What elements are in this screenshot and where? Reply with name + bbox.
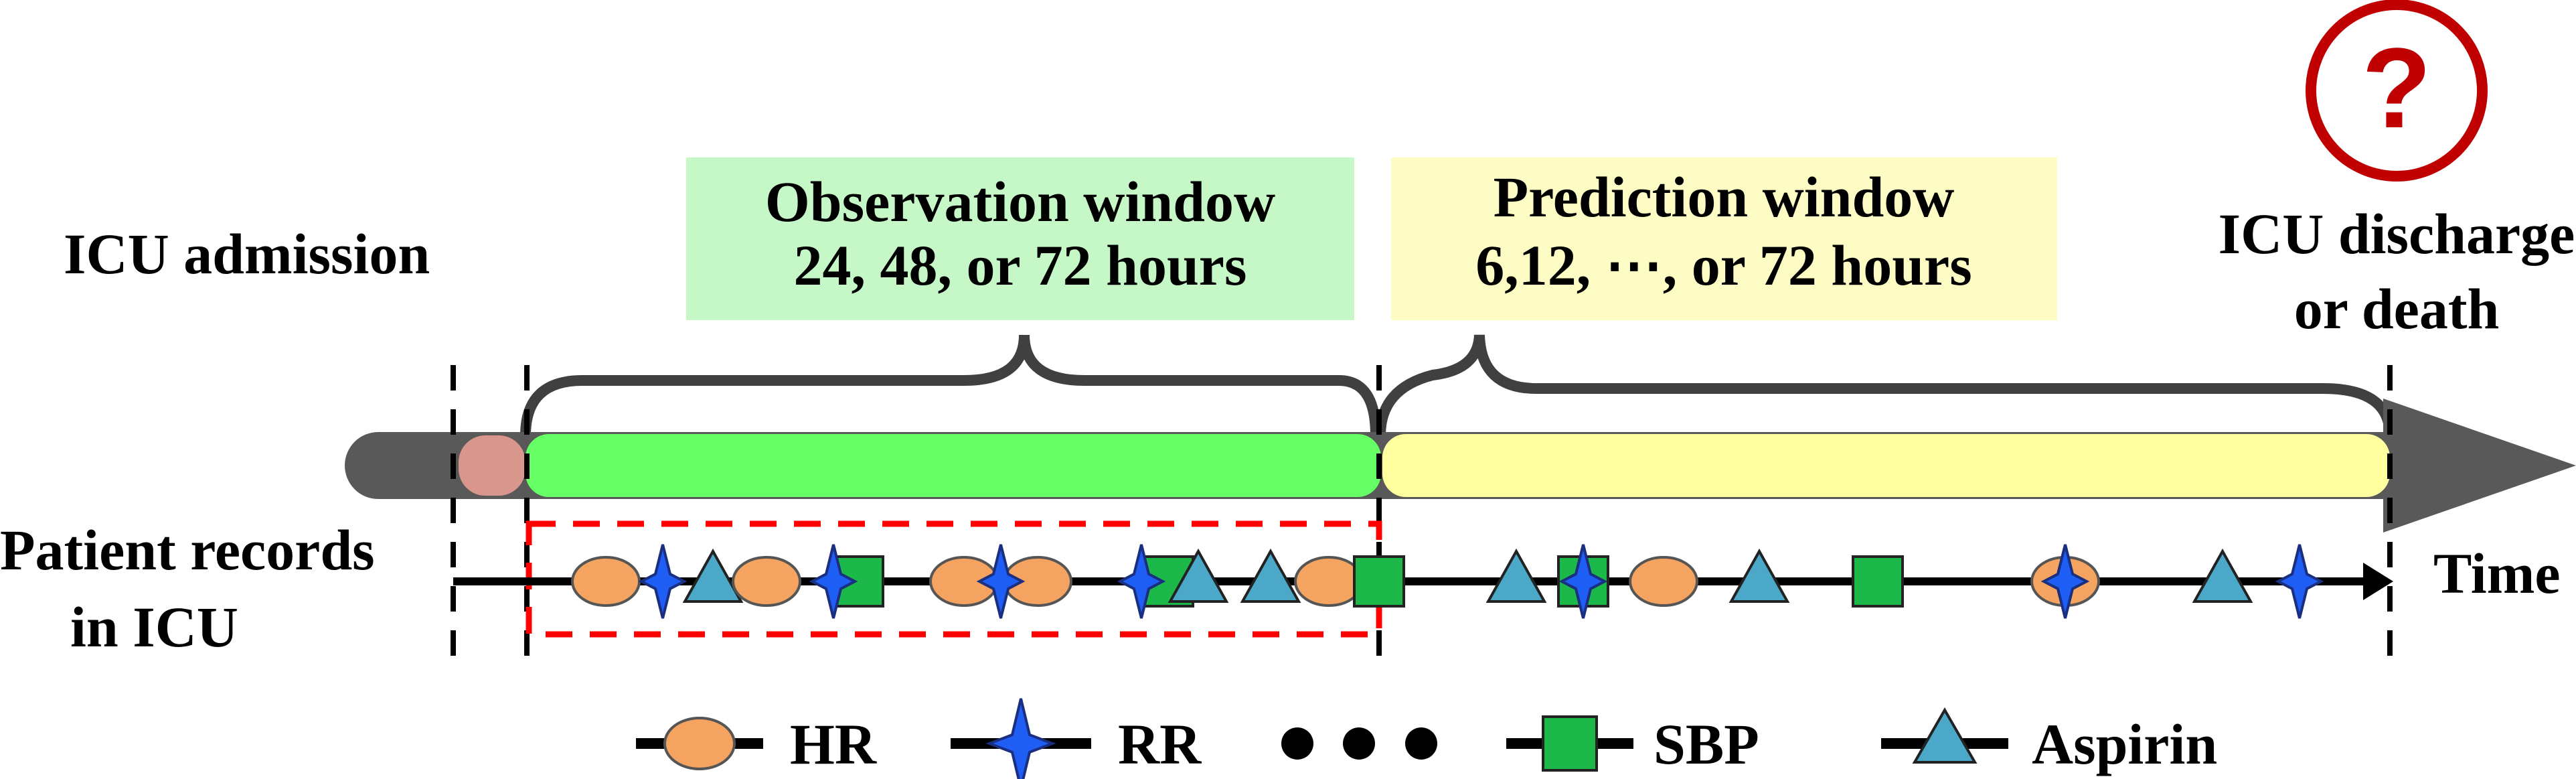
question-mark-glyph: ? xyxy=(2362,25,2431,152)
icu-discharge-label-line1: ICU discharge xyxy=(2219,202,2575,266)
ellipsis-dot xyxy=(1343,727,1375,760)
prediction-window-box xyxy=(1391,157,2057,320)
time-label: Time xyxy=(2433,541,2561,606)
legend-hr-label: HR xyxy=(790,712,877,776)
rr-event-icon xyxy=(1117,544,1166,619)
rr-event-icon xyxy=(1558,544,1608,619)
aspirin-event-icon xyxy=(1240,548,1301,603)
aspirin-event-icon xyxy=(1485,548,1547,603)
records-timeline-arrowhead xyxy=(2363,563,2393,600)
observation-window-title: Observation window xyxy=(765,169,1275,234)
hr-event-icon xyxy=(1294,556,1364,607)
legend-aspirin: Aspirin xyxy=(1881,707,2217,776)
prediction-window-title: Prediction window xyxy=(1494,165,1955,229)
sbp-event-icon xyxy=(1852,555,1904,608)
aspirin-event-icon xyxy=(682,548,744,603)
legend-rr: RR xyxy=(951,698,1202,779)
legend-sbp-label: SBP xyxy=(1654,712,1759,776)
legend: HR RR SBP Aspirin xyxy=(636,698,2217,779)
observation-bar xyxy=(526,434,1381,497)
sbp-event-icon xyxy=(1353,555,1405,608)
aspirin-event-icon xyxy=(1168,548,1229,603)
icu-admission-label: ICU admission xyxy=(64,222,430,286)
rr-event-icon xyxy=(809,544,858,619)
aspirin-event-icon xyxy=(2192,548,2253,603)
hr-legend-icon xyxy=(663,717,736,770)
question-circle-icon: ? xyxy=(2306,0,2488,182)
prediction-brace xyxy=(1375,334,2395,436)
rr-event-icon xyxy=(976,544,1026,619)
icu-discharge-label-line2: or death xyxy=(2294,277,2500,341)
aspirin-event-icon xyxy=(1728,548,1790,603)
observation-window-subtitle: 24, 48, or 72 hours xyxy=(794,233,1247,297)
patient-records-label-line2: in ICU xyxy=(70,595,238,659)
legend-sbp: SBP xyxy=(1506,712,1759,776)
patient-records-label-line1: Patient records xyxy=(0,518,375,582)
admission-marker xyxy=(459,435,526,496)
aspirin-legend-icon xyxy=(1912,707,1978,764)
legend-aspirin-label: Aspirin xyxy=(2032,712,2217,776)
hr-event-icon xyxy=(1629,556,1698,607)
observation-window-box xyxy=(686,157,1354,320)
hr-event-icon xyxy=(571,556,641,607)
prediction-window-subtitle: 6,12, ⋯, or 72 hours xyxy=(1475,233,1971,297)
legend-hr: HR xyxy=(636,712,877,776)
rr-event-icon xyxy=(638,544,688,619)
rr-legend-icon xyxy=(985,698,1056,779)
hr-event-icon xyxy=(732,556,801,607)
ellipsis-dot xyxy=(1405,727,1437,760)
ellipsis-dot xyxy=(1281,727,1313,760)
rr-event-icon xyxy=(2275,544,2324,619)
observation-brace xyxy=(520,334,1381,436)
legend-rr-label: RR xyxy=(1118,712,1202,776)
sbp-legend-icon xyxy=(1542,715,1598,772)
prediction-bar xyxy=(1382,434,2390,497)
dashed-separators xyxy=(451,365,2393,670)
event-markers xyxy=(571,544,2324,619)
legend-ellipsis xyxy=(1281,727,1437,760)
rr-event-icon xyxy=(2040,544,2090,619)
